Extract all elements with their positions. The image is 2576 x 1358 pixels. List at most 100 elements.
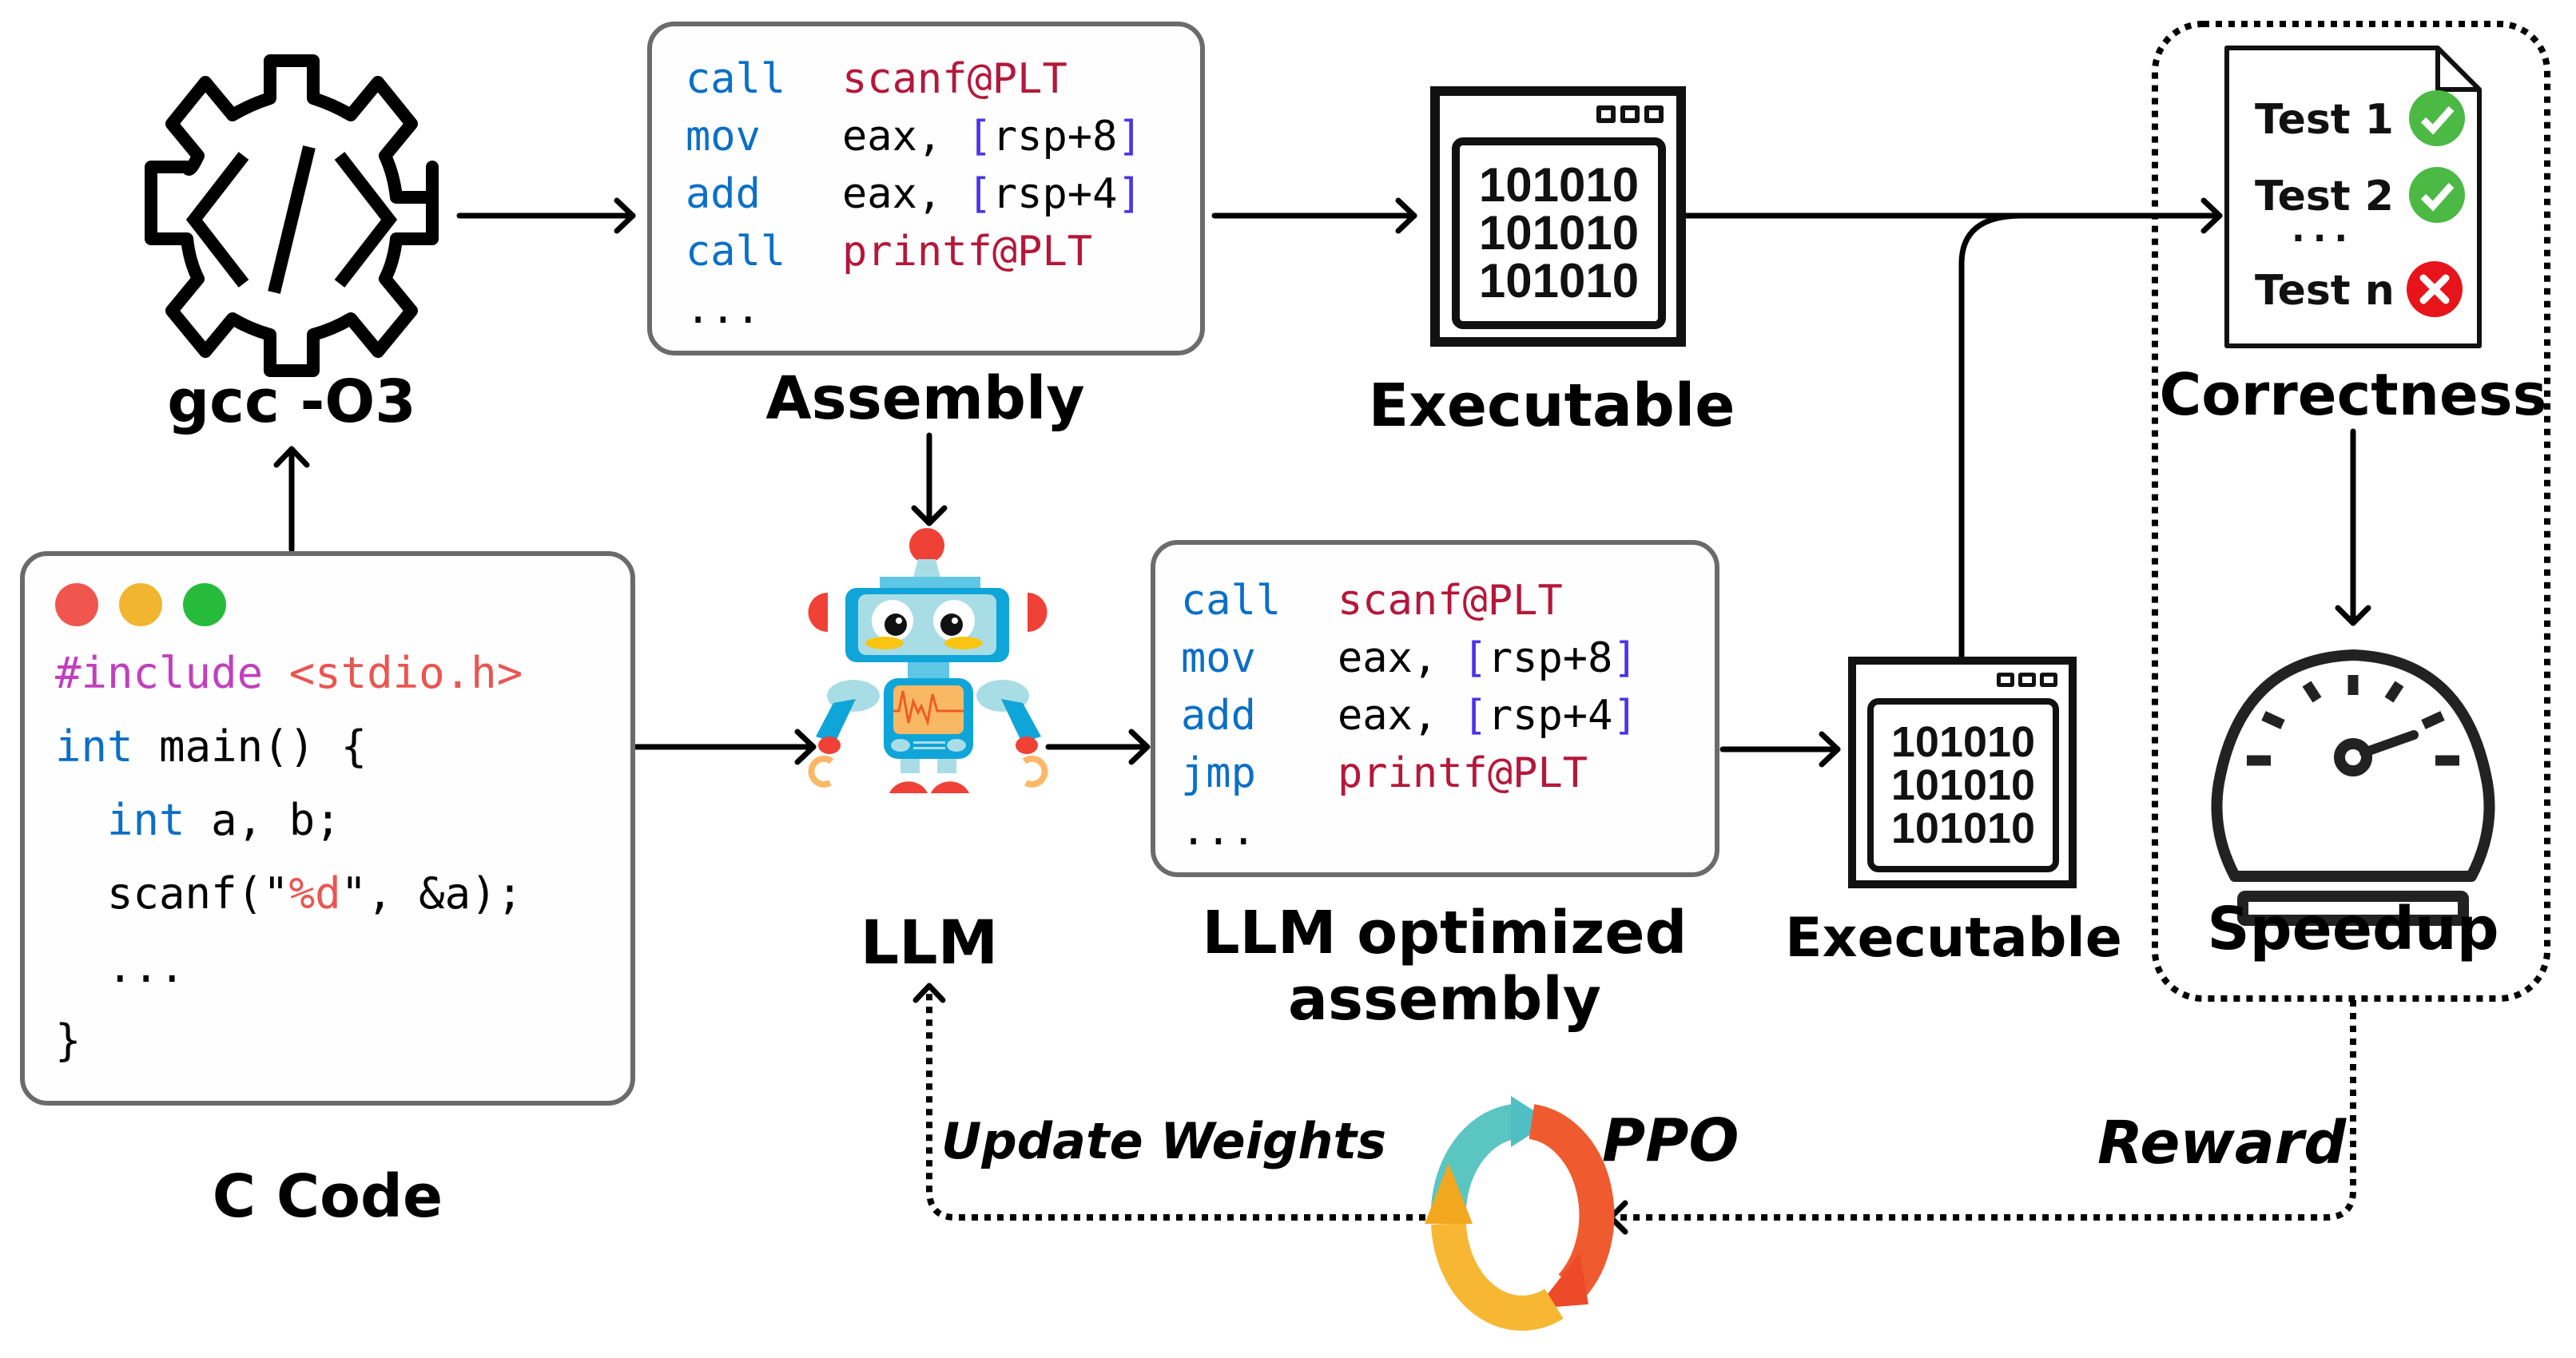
test-row: Test n — [2255, 260, 2463, 321]
asm-opcode: add — [686, 170, 761, 218]
code-line: int a, b; — [55, 796, 341, 845]
arrow-llm-to-optimized — [1045, 729, 1151, 765]
asm-line: add eax, [rsp+4] — [1181, 692, 1638, 740]
asm-operands: eax, [rsp+8] — [1338, 634, 1638, 682]
asm-token: eax, — [842, 170, 968, 218]
arrow-ccode-to-gcc — [273, 446, 310, 553]
asm-opcode: mov — [686, 113, 761, 161]
code-token: scanf(" — [55, 868, 289, 919]
asm-line: mov eax, [rsp+8] — [1181, 634, 1638, 682]
arrow-correctness-to-speedup — [2335, 428, 2371, 626]
window-button-icon — [1997, 673, 2014, 687]
asm-opcode: add — [1181, 692, 1256, 740]
asm-token: eax, — [1338, 634, 1463, 682]
asm-line: ... — [1181, 807, 1256, 855]
c-code-label: C Code — [212, 1162, 443, 1231]
asm-token: eax, — [1338, 692, 1463, 740]
code-token: } — [55, 1015, 81, 1066]
test-name: Test 1 — [2255, 96, 2394, 144]
asm-token: scanf@PLT — [842, 55, 1067, 103]
binary-row: 101010 — [1478, 254, 1640, 308]
executable-top-label: Executable — [1368, 371, 1735, 440]
test-name: Test n — [2255, 267, 2395, 315]
arrow-executable-to-correctness — [1681, 197, 2223, 234]
check-icon — [2408, 89, 2466, 150]
assembly-code-box: call scanf@PLT mov eax, [rsp+8] add eax, [rsp… — [647, 22, 1205, 355]
cycle-arrows-icon — [1425, 1096, 1615, 1331]
gcc-label: gcc -O3 — [167, 367, 416, 436]
asm-operands: printf@PLT — [1338, 749, 1588, 797]
code-token: #include — [55, 648, 264, 698]
test-row: Test 1 — [2255, 89, 2466, 150]
code-token: <stdio.h> — [288, 648, 523, 698]
optimized-assembly-label-line2: assembly — [1288, 965, 1601, 1034]
speedometer-icon — [2211, 649, 2495, 926]
asm-opcode: ... — [686, 285, 761, 333]
asm-token: scanf@PLT — [1338, 577, 1563, 625]
test-ellipsis: ... — [2292, 209, 2356, 250]
arrow-assembly-to-executable — [1211, 197, 1417, 234]
code-token: ... — [55, 942, 185, 992]
code-line: } — [55, 1016, 81, 1066]
update-weights-arrowhead — [912, 983, 946, 1003]
asm-operands: printf@PLT — [842, 228, 1092, 276]
asm-operands: eax, [rsp+4] — [1338, 692, 1638, 740]
asm-token: [ — [1462, 634, 1488, 682]
window-button-icon — [2040, 673, 2057, 687]
arrow-ccode-to-llm — [633, 729, 817, 765]
binary-row: 101010 — [1478, 158, 1640, 212]
binary-panel: 101010 101010 101010 — [1452, 137, 1666, 329]
asm-token: ] — [1117, 113, 1143, 161]
line-executable2-to-merge — [1958, 212, 2049, 660]
asm-token: rsp+4 — [1487, 692, 1613, 740]
window-maximize-dot — [183, 583, 226, 626]
update-weights-label: Update Weights — [941, 1112, 1387, 1170]
window-button-icon — [1644, 105, 1664, 123]
asm-token: ] — [1612, 692, 1638, 740]
asm-line: call printf@PLT — [686, 228, 1092, 276]
asm-token: [ — [967, 113, 992, 161]
executable-top-icon: 101010 101010 101010 — [1430, 86, 1686, 347]
asm-operands: eax, [rsp+8] — [842, 113, 1143, 161]
asm-opcode: call — [686, 228, 786, 276]
asm-operands: scanf@PLT — [842, 55, 1067, 103]
c-code-window: #include <stdio.h> int main() { int a, b;… — [20, 551, 635, 1106]
asm-token: rsp+4 — [992, 170, 1118, 218]
binary-row: 101010 — [1890, 804, 2036, 852]
code-token: %d — [288, 868, 341, 919]
asm-opcode: mov — [1181, 634, 1256, 682]
code-token: int — [107, 795, 185, 845]
code-token — [55, 795, 107, 845]
llm-label: LLM — [860, 907, 999, 978]
asm-line: call scanf@PLT — [686, 55, 1067, 103]
asm-opcode: jmp — [1181, 749, 1256, 797]
asm-token: printf@PLT — [842, 228, 1093, 276]
code-line: int main() { — [55, 722, 367, 772]
window-button-icon — [1596, 105, 1616, 123]
ppo-label: PPO — [1602, 1106, 1739, 1175]
optimized-assembly-label-line1: LLM optimized — [1202, 899, 1688, 967]
window-close-dot — [55, 583, 98, 626]
code-token — [263, 648, 289, 698]
arrow-optimized-to-executable2 — [1719, 731, 1841, 768]
asm-opcode: call — [1181, 577, 1282, 625]
asm-operands: scanf@PLT — [1338, 577, 1563, 625]
asm-token: eax, — [842, 113, 968, 161]
code-token: ", &a); — [340, 868, 523, 919]
window-button-icon — [2018, 673, 2036, 687]
asm-opcode: call — [686, 55, 786, 103]
arrow-gcc-to-assembly — [456, 197, 636, 234]
binary-row: 101010 — [1890, 718, 2036, 766]
asm-line: call scanf@PLT — [1181, 577, 1563, 625]
binary-row: 101010 — [1890, 761, 2036, 809]
asm-token: rsp+8 — [1487, 634, 1613, 682]
asm-line: mov eax, [rsp+8] — [686, 113, 1143, 161]
code-token: int — [55, 721, 133, 772]
asm-line: jmp printf@PLT — [1181, 749, 1588, 797]
code-line: ... — [55, 943, 185, 992]
window-button-icon — [1620, 105, 1640, 123]
asm-token: [ — [1462, 692, 1488, 740]
check-icon — [2408, 166, 2466, 227]
